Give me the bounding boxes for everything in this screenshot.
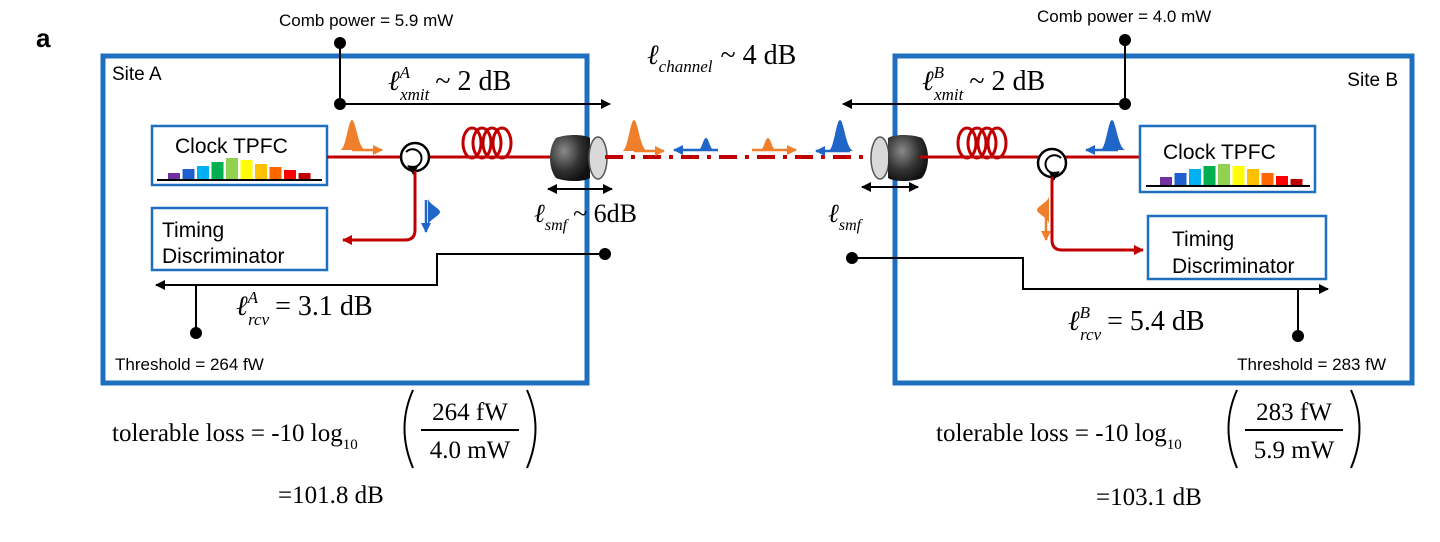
- site-a-spectrum-bar: [182, 169, 195, 179]
- site-a-collimator-icon: [550, 135, 608, 181]
- site-a-formula-left-paren: [403, 389, 414, 469]
- site-b-timing-line2: Discriminator: [1172, 255, 1295, 278]
- site-a-spectrum-bar: [269, 167, 282, 179]
- site-b-spectrum-bar: [1290, 179, 1303, 185]
- site-a-fiber-spool-icon: [461, 126, 513, 160]
- site-b-spectrum-bar: [1247, 169, 1259, 185]
- site-a-spectrum-bar: [298, 173, 311, 179]
- site-a-box: [100, 53, 590, 386]
- site-b-spectrum-bar: [1203, 166, 1216, 185]
- site-a-label: Site A: [112, 64, 162, 85]
- site-a-formula-lhs: tolerable loss = -10 log10: [112, 420, 358, 453]
- site-b-blue-pulse: [1100, 120, 1126, 150]
- panel-label: a: [36, 23, 51, 53]
- site-b-label: Site B: [1347, 70, 1398, 91]
- site-a-formula-right-paren: [526, 389, 537, 469]
- site-b-spectrum-bar: [1160, 177, 1172, 185]
- site-a-timing-discriminator-box: [150, 206, 329, 272]
- site-b-rcv-arrow: [852, 257, 1329, 294]
- channel-orange-pulse-small: [760, 138, 776, 150]
- site-a-formula-denominator: 4.0 mW: [430, 437, 511, 464]
- site-a-spectrum-bar: [284, 170, 296, 179]
- site-b-timing-line1: Timing: [1172, 228, 1234, 251]
- site-b-timing-discriminator-box: [1146, 214, 1328, 281]
- site-a-comb-power: Comb power = 5.9 mW: [279, 11, 453, 30]
- site-a-circulator-arrow-icon: [405, 148, 423, 175]
- site-a-threshold: Threshold = 264 fW: [115, 355, 264, 374]
- site-b-spectrum-bar: [1276, 176, 1288, 185]
- site-a-timing-line1: Timing: [162, 219, 224, 242]
- site-a-spectrum-bar: [168, 173, 180, 179]
- site-a-receive-fiber: [342, 171, 417, 245]
- site-b-box: [892, 53, 1415, 386]
- site-b-comb-power: Comb power = 4.0 mW: [1037, 7, 1211, 26]
- site-b-threshold-dot: [1292, 330, 1304, 342]
- site-a-timing-line2: Discriminator: [162, 245, 285, 268]
- site-b-formula-denominator: 5.9 mW: [1254, 437, 1335, 464]
- site-b-spectrum-bar: [1261, 173, 1274, 185]
- site-a-formula-result: =101.8 dB: [278, 482, 384, 509]
- channel-blue-pulse: [828, 120, 854, 151]
- site-b-receive-fiber: [1050, 177, 1144, 255]
- site-a-orange-pulse: [340, 120, 366, 150]
- site-a-rcv-arrow: [155, 253, 605, 290]
- channel-orange-pulse: [622, 120, 648, 151]
- channel-blue-pulse-small: [698, 138, 714, 150]
- site-a-spectrum-bar: [211, 162, 224, 179]
- site-a-clock-tpfc-label: Clock TPFC: [175, 135, 288, 158]
- site-b-formula-numerator: 283 fW: [1256, 399, 1332, 426]
- site-a-formula-numerator: 264 fW: [432, 399, 508, 426]
- site-a-spectrum-bar: [197, 166, 209, 179]
- site-a-threshold-dot: [190, 327, 202, 339]
- site-b-spectrum-bar: [1232, 166, 1245, 185]
- site-a-comb-spectrum: [168, 158, 311, 179]
- site-b-smf-loss: ℓsmf: [828, 199, 864, 234]
- site-a-spectrum-bar: [255, 164, 267, 179]
- site-a-received-blue-pulse: [428, 198, 440, 226]
- site-b-formula-result: =103.1 dB: [1096, 484, 1202, 511]
- site-b-spectrum-bar: [1174, 173, 1187, 185]
- site-b-spectrum-bar: [1218, 164, 1230, 185]
- site-b-collimator-icon: [870, 135, 928, 181]
- channel-loss: ℓchannel~ 4 dB: [647, 40, 796, 76]
- site-a-spectrum-bar: [240, 160, 253, 179]
- site-b-formula-right-paren: [1350, 389, 1361, 469]
- site-a-spectrum-bar: [226, 158, 238, 179]
- site-b-formula-lhs: tolerable loss = -10 log10: [936, 420, 1182, 453]
- site-b-threshold: Threshold = 283 fW: [1237, 355, 1386, 374]
- site-b-fiber-spool-icon: [956, 126, 1008, 160]
- site-b-comb-spectrum: [1160, 164, 1303, 185]
- site-b-formula-left-paren: [1227, 389, 1238, 469]
- site-b-clock-tpfc-label: Clock TPFC: [1163, 141, 1276, 164]
- site-b-spectrum-bar: [1189, 169, 1201, 185]
- site-a-smf-loss: ℓsmf~ 6dB: [534, 199, 637, 234]
- site-b-circulator-arrow-icon: [1044, 154, 1062, 181]
